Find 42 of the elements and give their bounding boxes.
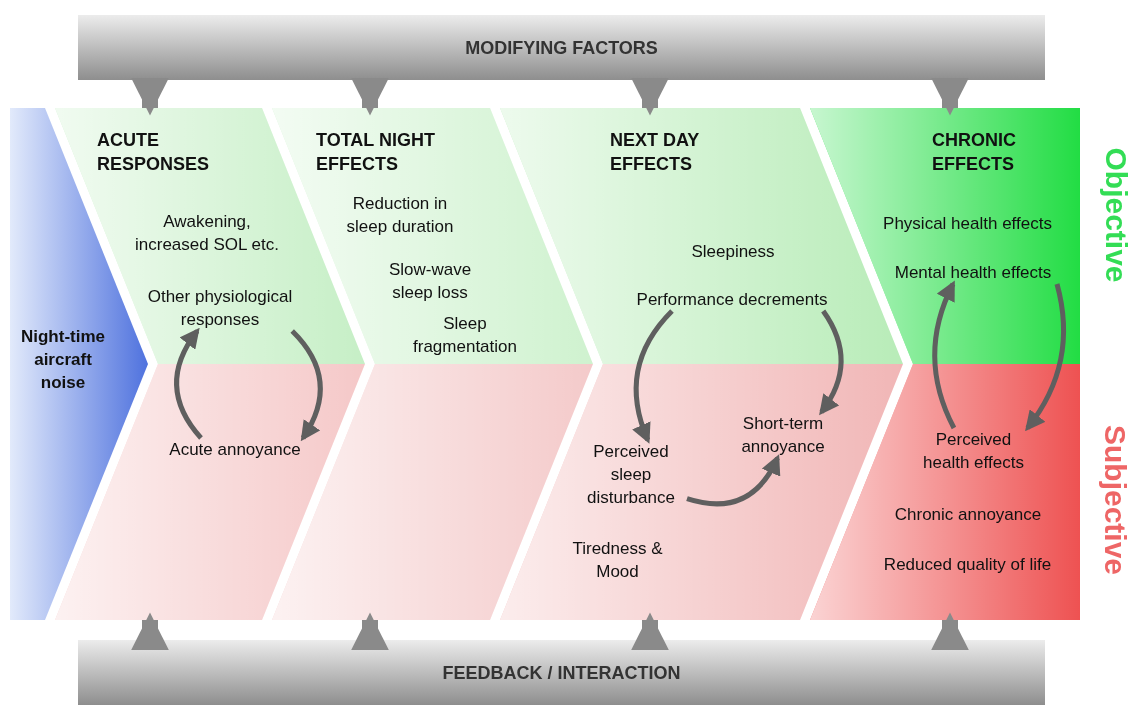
effect-text: Physical health effects: [860, 212, 1075, 235]
curved-arrow: [290, 329, 323, 442]
effect-text: Slow-wave sleep loss: [375, 258, 485, 304]
effect-text: Other physiological responses: [125, 285, 315, 331]
effect-text: Chronic annoyance: [873, 503, 1063, 526]
column-heading: TOTAL NIGHT EFFECTS: [316, 129, 436, 176]
banner-bar: [78, 640, 1045, 705]
effect-text: Perceived health effects: [916, 428, 1031, 474]
block-arrow: [351, 612, 389, 651]
curved-arrow: [819, 309, 844, 416]
column-heading: CHRONIC EFFECTS: [932, 129, 1017, 176]
effect-text: Sleep fragmentation: [395, 312, 535, 358]
effect-text: Perceived sleep disturbance: [575, 440, 687, 509]
bar-title: MODIFYING FACTORS: [464, 37, 659, 58]
effect-text: Reduced quality of life: [860, 553, 1075, 576]
effect-text: Sleepiness: [673, 240, 793, 263]
effect-text: Acute annoyance: [150, 438, 320, 461]
curved-arrow: [1025, 283, 1066, 432]
curved-arrow: [932, 280, 957, 430]
curved-arrow: [174, 327, 203, 440]
column-heading: NEXT DAY EFFECTS: [610, 129, 701, 176]
column-heading: ACUTE RESPONSES: [97, 129, 211, 176]
banner-bar: [78, 15, 1045, 80]
effect-text: Short-term annoyance: [728, 412, 838, 458]
node-text: Night-time aircraft noise: [19, 326, 106, 394]
effect-text: Performance decrements: [612, 288, 852, 311]
block-arrow: [931, 612, 969, 651]
effect-text: Awakening, increased SOL etc.: [127, 210, 287, 256]
curved-arrow: [632, 309, 674, 444]
effect-text: Tiredness & Mood: [565, 537, 670, 583]
bar-title: FEEDBACK / INTERACTION: [441, 662, 682, 683]
side-label: Subjective: [1098, 424, 1133, 576]
side-label: Objective: [1098, 147, 1133, 283]
block-arrow: [131, 77, 169, 116]
block-arrow: [931, 77, 969, 116]
block-arrow: [631, 77, 669, 116]
block-arrow: [131, 612, 169, 651]
effect-text: Mental health effects: [873, 261, 1073, 284]
block-arrow: [631, 612, 669, 651]
effect-text: Reduction in sleep duration: [335, 192, 465, 238]
curved-arrow: [686, 454, 780, 507]
block-arrow: [351, 77, 389, 116]
